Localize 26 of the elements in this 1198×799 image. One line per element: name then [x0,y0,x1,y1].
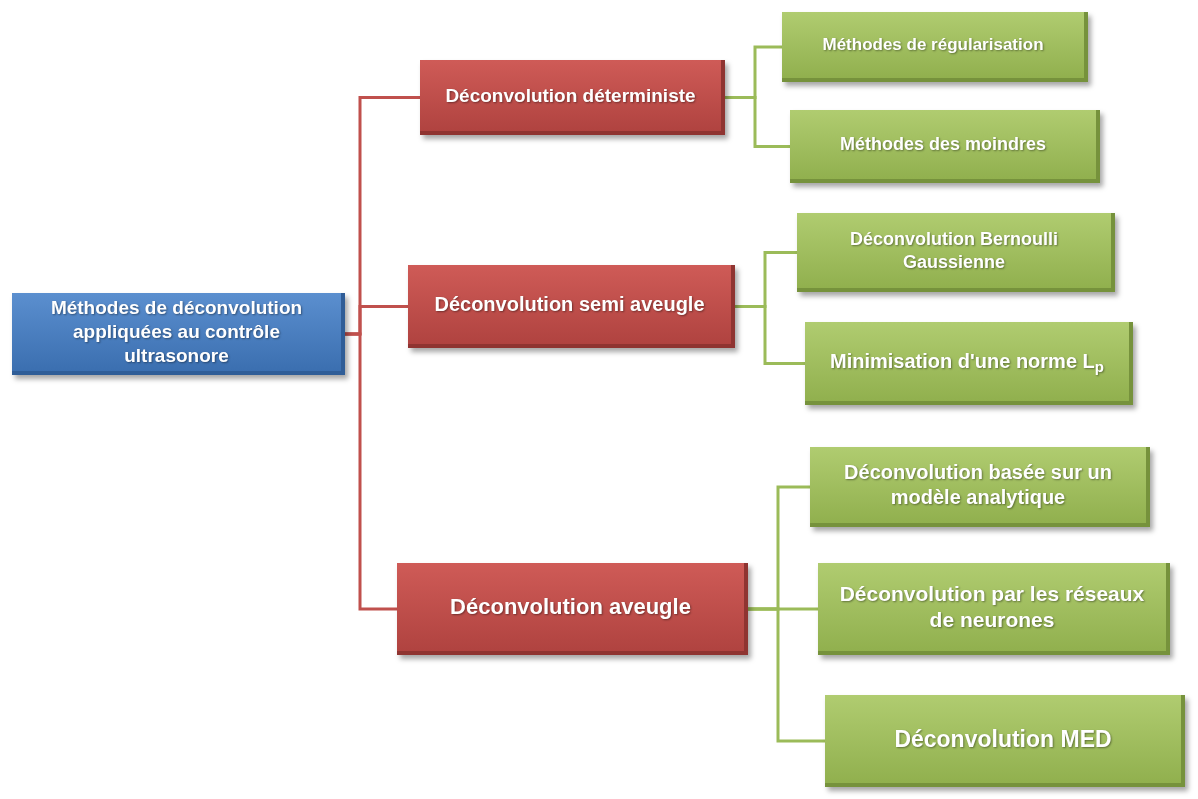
connector-line [748,607,825,743]
box-label: Méthodes de déconvolution appliquées au contrôle ultrasonore [49,296,304,368]
box-label: Déconvolution semi aveugle [434,292,705,317]
connector-line [725,96,790,148]
category-box [408,265,735,348]
box-label: Méthodes des moindres [839,133,1046,156]
box-label: Déconvolution basée sur un modèle analytique [843,460,1113,510]
box-label: Déconvolution aveugle [450,593,691,621]
category-box [420,60,725,135]
connector-line [735,305,805,365]
method-box [825,695,1185,787]
box-label: Déconvolution déterministe [445,83,696,108]
root-box [12,293,345,375]
box-label: Déconvolution Bernoulli Gaussienne [849,228,1059,273]
box-label: Méthodes de régularisation [822,34,1044,56]
method-box [810,447,1150,527]
category-box [397,563,748,655]
method-box [805,322,1133,405]
box-label: Déconvolution MED [894,724,1112,754]
method-box [782,12,1088,82]
connector-line [345,332,397,611]
method-box [797,213,1115,292]
method-box [790,110,1100,183]
box-label: Minimisation d'une norme L$_{p}$ [830,349,1104,374]
box-label: Déconvolution par les réseaux de neurones [838,580,1146,633]
method-box [818,563,1170,655]
